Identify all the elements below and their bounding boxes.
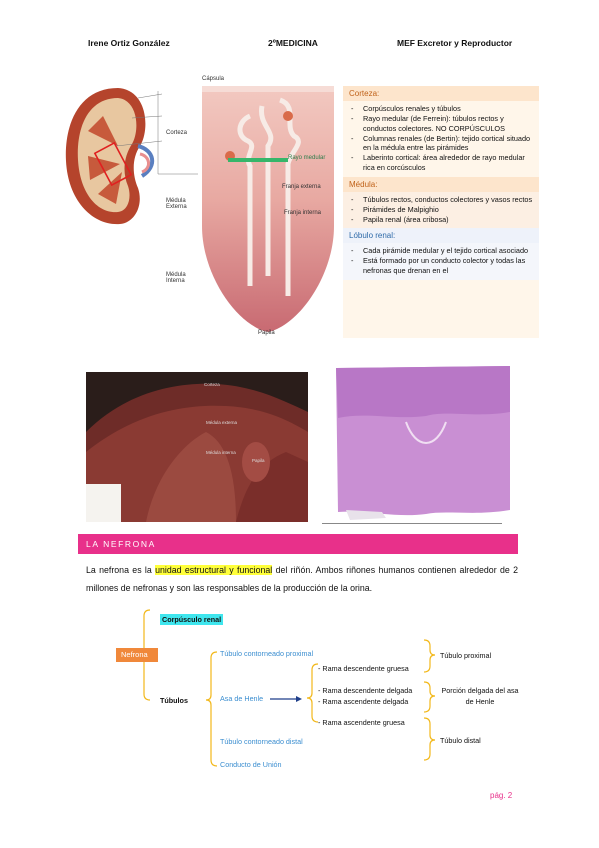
photo-label-medula-externa: Médula externa: [206, 420, 238, 425]
medula-item: Túbulos rectos, conductos colectores y v…: [351, 195, 533, 205]
kidney-histology-photo: [326, 360, 516, 522]
kidney-cross-section-figure: Corteza Médula Externa Médula Interna: [58, 76, 198, 284]
renal-zones-figure: Cápsula Rayo medular Franja externa Fran…: [198, 76, 338, 338]
medula-title: Médula:: [343, 176, 539, 192]
lobulo-list: Cada pirámide medular y el tejido cortic…: [343, 243, 539, 280]
highlighted-phrase: unidad estructural y funcional: [155, 565, 273, 575]
header-author: Irene Ortiz González: [88, 38, 170, 48]
tree-root-nephron: Nefrona: [116, 648, 158, 662]
lobulo-item: Está formado por un conducto colector y …: [351, 256, 533, 276]
medula-list: Túbulos rectos, conductos colectores y v…: [343, 191, 539, 229]
label-franja-externa: Franja externa: [282, 184, 321, 190]
header-course: 2ºMEDICINA: [268, 38, 318, 48]
medula-item: Pirámides de Malpighio: [351, 205, 533, 215]
label-capsula: Cápsula: [202, 76, 225, 82]
lobulo-item: Cada pirámide medular y el tejido cortic…: [351, 246, 533, 256]
tree-conducto-union: Conducto de Unión: [220, 760, 282, 769]
label-papila: Papila: [258, 330, 275, 336]
intro-paragraph: La nefrona es la unidad estructural y fu…: [86, 561, 518, 597]
kidney-label-medula-externa: Médula Externa: [166, 198, 187, 210]
tree-rama: - Rama descendente gruesa: [318, 664, 409, 673]
tree-right-proximal: Túbulo proximal: [440, 651, 492, 660]
photo-label-medula-interna: Médula interna: [206, 450, 236, 455]
histology-divider: [322, 523, 502, 524]
histology-illustration: [326, 360, 516, 522]
corteza-item: Rayo medular (de Ferrein): túbulos recto…: [351, 114, 533, 134]
tree-tcp: Túbulo contorneado proximal: [220, 649, 314, 658]
label-rayo-medular: Rayo medular: [288, 155, 326, 161]
section-banner: LA NEFRONA: [78, 534, 518, 554]
medula-item: Papila renal (área cribosa): [351, 215, 533, 225]
kidney-label-corteza: Corteza: [166, 130, 188, 136]
photo-label-corteza: Corteza: [204, 382, 220, 387]
tree-asa-henle: Asa de Henle: [220, 694, 264, 703]
header-subject: MEF Excretor y Reproductor: [397, 38, 513, 48]
kidney-illustration: [65, 88, 198, 225]
gross-photo-illustration: [86, 372, 308, 522]
tree-rama: - Rama ascendente delgada: [318, 697, 409, 706]
label-franja-interna: Franja interna: [284, 210, 322, 216]
tree-right-distal: Túbulo distal: [440, 736, 481, 745]
nephron-zones-illustration: [202, 86, 334, 332]
corteza-item: Corpúsculos renales y túbulos: [351, 104, 533, 114]
page-number: pág. 2: [490, 791, 513, 800]
intro-text-end: del riñón. Ambos riñones humanos contien…: [86, 565, 518, 593]
section-title: LA NEFRONA: [86, 539, 156, 549]
kidney-label-medula-interna: Médula Interna: [166, 272, 186, 284]
renal-zones-info-panel: Corteza: Corpúsculos renales y túbulos R…: [343, 86, 539, 338]
corteza-item: Columnas renales (de Bertin): tejido cor…: [351, 134, 533, 154]
tree-rama: - Rama descendente delgada: [318, 686, 413, 695]
corteza-item: Laberinto cortical: área alrededor de ra…: [351, 153, 533, 173]
corteza-list: Corpúsculos renales y túbulos Rayo medul…: [343, 101, 539, 177]
tree-right-delgada: Porción delgada del asa de Henle: [441, 686, 519, 706]
tree-tubules: Túbulos: [160, 696, 188, 705]
tree-tcd: Túbulo contorneado distal: [220, 737, 303, 746]
photo-label-papila: Papila: [252, 458, 265, 463]
tree-corpuscle: Corpúsculo renal: [160, 614, 224, 625]
kidney-gross-photo: Corteza Médula externa Médula interna Pa…: [86, 372, 308, 522]
tree-rama: - Rama ascendente gruesa: [318, 718, 405, 727]
intro-text-start: La nefrona es la: [86, 565, 156, 575]
corteza-title: Corteza:: [343, 86, 539, 101]
lobulo-title: Lóbulo renal:: [343, 228, 539, 244]
